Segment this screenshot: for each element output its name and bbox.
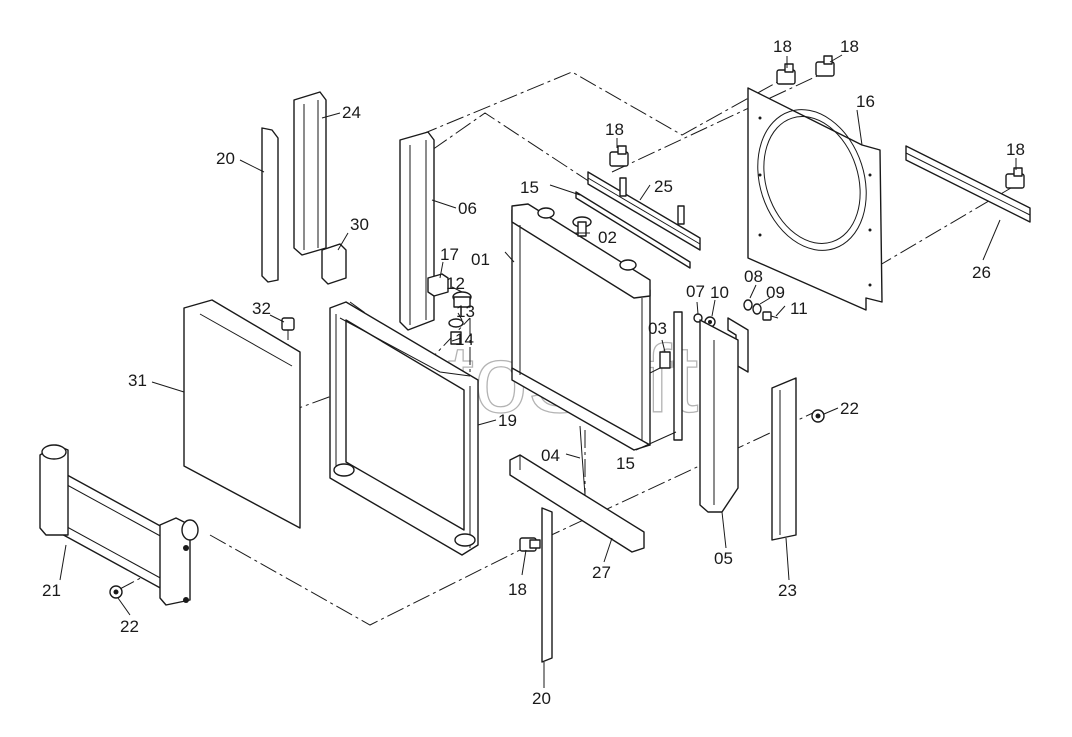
callout-23: 23 bbox=[778, 581, 797, 600]
bolt-icon bbox=[281, 317, 295, 340]
nut-icon bbox=[811, 409, 825, 423]
callout-08: 08 bbox=[744, 267, 763, 286]
callout-18: 18 bbox=[840, 37, 859, 56]
drain-hose bbox=[579, 425, 586, 496]
callout-27: 27 bbox=[592, 563, 611, 582]
callout-22: 22 bbox=[120, 617, 139, 636]
radiator-frame bbox=[329, 301, 479, 556]
callout-07: 07 bbox=[686, 282, 705, 301]
callout-17: 17 bbox=[440, 245, 459, 264]
cushion-block bbox=[427, 273, 449, 297]
callout-18: 18 bbox=[1006, 140, 1025, 159]
lower-bracket bbox=[541, 507, 553, 663]
callout-22: 22 bbox=[840, 399, 859, 418]
callout-14: 14 bbox=[455, 330, 474, 349]
top-bracket bbox=[587, 171, 701, 251]
callout-12: 12 bbox=[446, 274, 465, 293]
rubber-block bbox=[321, 243, 347, 285]
drain-plug-icon bbox=[659, 351, 671, 369]
bolt-icon bbox=[762, 311, 779, 321]
callout-21: 21 bbox=[42, 581, 61, 600]
callout-26: 26 bbox=[972, 263, 991, 282]
callout-32: 32 bbox=[252, 299, 271, 318]
callout-15: 15 bbox=[616, 454, 635, 473]
side-plate bbox=[261, 127, 279, 283]
bolt-icon bbox=[609, 145, 629, 167]
callout-25: 25 bbox=[654, 177, 673, 196]
callout-20: 20 bbox=[216, 149, 235, 168]
callout-18: 18 bbox=[508, 580, 527, 599]
bolt-icon bbox=[1005, 167, 1025, 189]
callout-19: 19 bbox=[498, 411, 517, 430]
callout-11: 11 bbox=[790, 299, 808, 318]
callout-18: 18 bbox=[773, 37, 792, 56]
assembly-line bbox=[611, 69, 831, 173]
seal-strip-vertical bbox=[673, 311, 683, 441]
callouts: 18 18 18 18 18 16 26 24 20 06 30 17 01 1… bbox=[42, 37, 1025, 708]
cover-panel bbox=[183, 299, 301, 529]
assembly-line bbox=[209, 411, 816, 626]
callout-30: 30 bbox=[350, 215, 369, 234]
bolt-icon bbox=[815, 55, 835, 77]
callout-10: 10 bbox=[710, 283, 729, 302]
callout-15: 15 bbox=[520, 178, 539, 197]
callout-16: 16 bbox=[856, 92, 875, 111]
leader-lines bbox=[59, 54, 1017, 688]
cap-parts bbox=[448, 291, 472, 345]
washer-icon bbox=[752, 303, 762, 315]
radiator bbox=[511, 203, 671, 451]
callout-01: 01 bbox=[471, 250, 490, 269]
intercooler bbox=[39, 444, 199, 606]
callout-09: 09 bbox=[766, 283, 785, 302]
callout-31: 31 bbox=[128, 371, 147, 390]
callout-13: 13 bbox=[456, 302, 475, 321]
callout-02: 02 bbox=[598, 228, 617, 247]
assembly-line bbox=[879, 184, 1017, 266]
bolt-icon bbox=[776, 63, 796, 85]
callout-05: 05 bbox=[714, 549, 733, 568]
callout-04: 04 bbox=[541, 446, 560, 465]
upright-channel bbox=[399, 131, 435, 331]
callout-24: 24 bbox=[342, 103, 361, 122]
callout-20: 20 bbox=[532, 689, 551, 708]
side-bracket bbox=[771, 377, 797, 541]
side-panel bbox=[699, 319, 739, 513]
callout-18: 18 bbox=[605, 120, 624, 139]
vertical-bracket bbox=[293, 91, 327, 256]
fan-shroud bbox=[747, 87, 883, 311]
assembly-line bbox=[419, 71, 791, 136]
assembly-line bbox=[431, 112, 591, 183]
nut-icon bbox=[109, 585, 123, 599]
callout-06: 06 bbox=[458, 199, 477, 218]
bolts bbox=[519, 55, 1025, 552]
gasket-icon bbox=[448, 318, 464, 328]
angle-bracket bbox=[905, 145, 1031, 223]
seal-strip bbox=[575, 191, 691, 269]
bolt-icon bbox=[519, 537, 541, 552]
washer-icon bbox=[743, 299, 753, 311]
callout-03: 03 bbox=[648, 319, 667, 338]
